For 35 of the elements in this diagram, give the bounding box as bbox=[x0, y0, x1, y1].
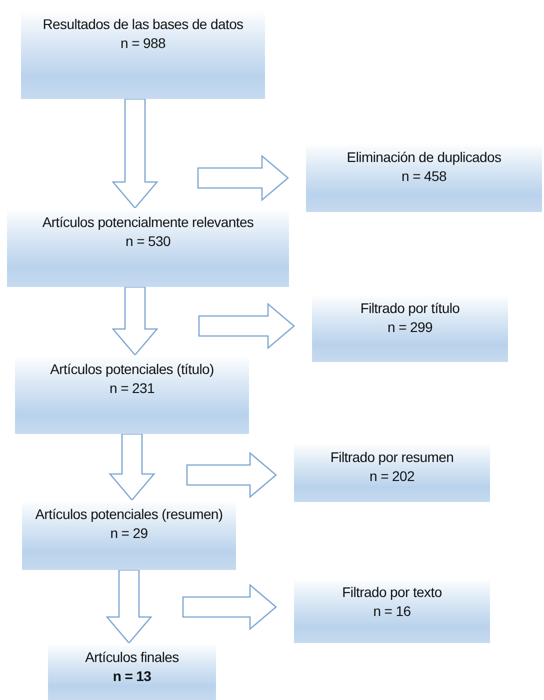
block-arrow bbox=[112, 286, 158, 356]
box-title: Artículos potenciales (título) bbox=[49, 360, 215, 379]
count-text: n = 202 bbox=[368, 467, 416, 486]
count-text: n = 299 bbox=[386, 318, 434, 337]
process-box bbox=[7, 208, 289, 287]
process-box bbox=[22, 500, 236, 570]
block-arrow bbox=[106, 569, 152, 644]
count-text: n = 988 bbox=[120, 34, 166, 53]
block-arrow bbox=[182, 584, 277, 630]
count-text: n = 13 bbox=[112, 667, 152, 686]
process-box bbox=[294, 578, 490, 643]
count-text: n = 231 bbox=[108, 379, 156, 398]
process-box bbox=[294, 443, 490, 502]
count-text: n = 530 bbox=[124, 232, 172, 251]
box-title: Artículos potenciales (resumen) bbox=[34, 505, 224, 524]
process-box bbox=[48, 643, 216, 700]
box-title: Filtrado por texto bbox=[341, 583, 443, 602]
block-arrow bbox=[198, 302, 295, 350]
count-text: n = 458 bbox=[400, 167, 448, 186]
block-arrow bbox=[197, 154, 289, 202]
process-box bbox=[312, 294, 508, 362]
process-box bbox=[306, 143, 542, 212]
count-text: n = 16 bbox=[372, 602, 412, 621]
box-title: Resultados de las bases de datos bbox=[42, 15, 244, 34]
box-title: Artículos finales bbox=[84, 648, 180, 667]
block-arrow bbox=[186, 452, 277, 498]
box-title: Filtrado por resumen bbox=[329, 448, 455, 467]
block-arrow bbox=[112, 98, 158, 209]
process-box bbox=[21, 10, 265, 99]
box-title: Filtrado por título bbox=[359, 299, 461, 318]
box-title: Eliminación de duplicados bbox=[346, 148, 502, 167]
count-text: n = 29 bbox=[109, 524, 149, 543]
process-box bbox=[15, 355, 249, 434]
box-title: Artículos potencialmente relevantes bbox=[41, 213, 255, 232]
block-arrow bbox=[108, 433, 156, 501]
